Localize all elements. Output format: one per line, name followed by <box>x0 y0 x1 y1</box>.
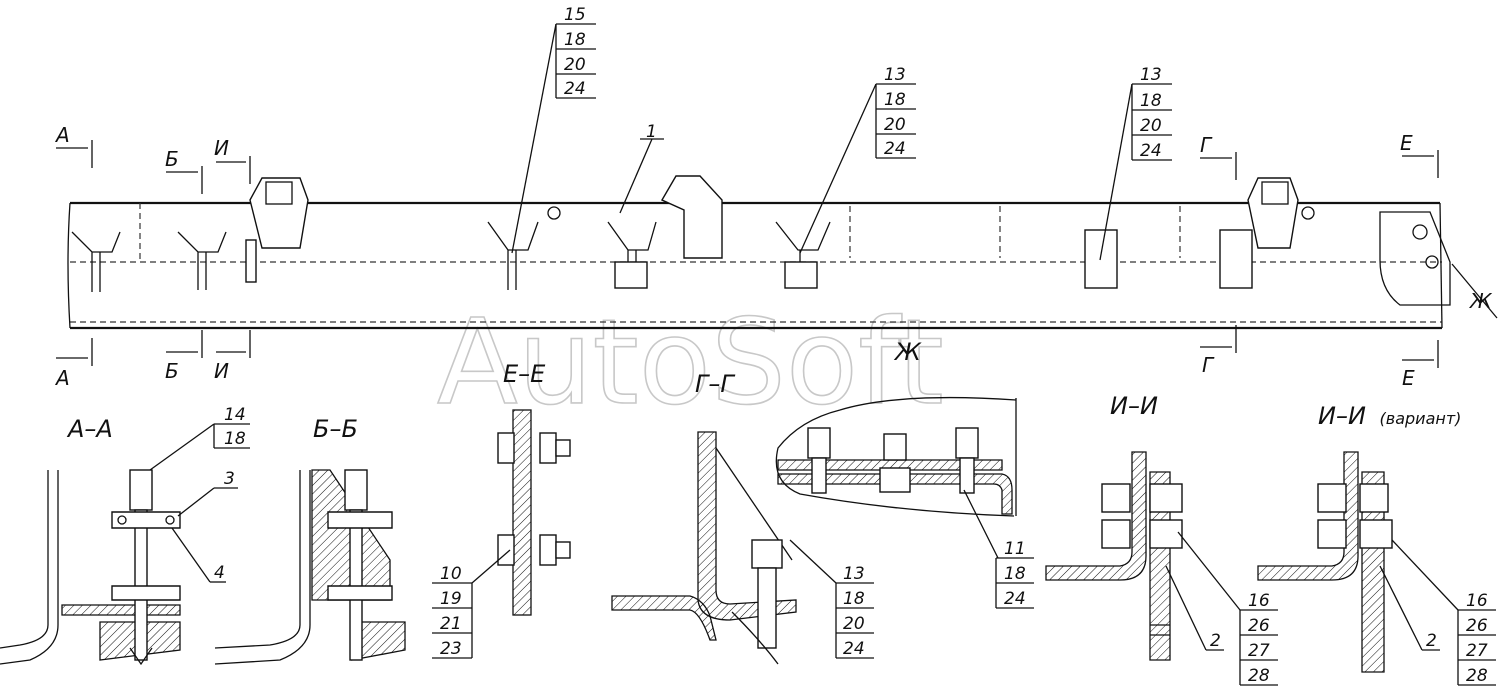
cut-marker-a-bottom: А <box>54 366 70 390</box>
cut-marker-b-bottom: Б <box>165 359 179 383</box>
callout-ii-2: 2 <box>1210 631 1221 651</box>
callout-zh-11: 11 18 24 <box>963 489 1034 609</box>
view-zh: Ж <box>775 338 1017 517</box>
callout-10-1: 10 <box>440 564 462 584</box>
callout-15-4: 24 <box>564 79 586 99</box>
cut-marker-i-bottom: И <box>214 359 229 383</box>
callout-ii-16-4: 28 <box>1248 666 1270 686</box>
callout-iiv-16-4: 28 <box>1466 666 1488 686</box>
callout-ii-variant-16: 16 26 27 28 2 <box>1379 539 1496 686</box>
section-title-ee: Е–Е <box>503 360 546 388</box>
cut-marker-i-top: И <box>214 136 229 160</box>
callout-13-mid-2: 18 <box>884 90 906 110</box>
section-ee: Е–Е <box>497 360 571 616</box>
cut-marker-e-bottom: Е <box>1402 366 1415 390</box>
watermark: AutoSoft <box>437 293 944 431</box>
cut-marker-b-top: Б <box>165 147 179 171</box>
u-bolt-clamps <box>71 221 1253 292</box>
section-title-bb: Б–Б <box>313 415 358 443</box>
callout-aa-14: 14 18 3 4 <box>149 405 250 583</box>
callout-top-15: 15 18 20 24 <box>555 5 596 99</box>
callout-gg-13-2: 18 <box>843 589 865 609</box>
callout-14-1: 14 <box>224 405 246 425</box>
callout-iiv-16-1: 16 <box>1466 591 1488 611</box>
callout-ee-10: 10 19 21 23 <box>432 549 511 659</box>
callout-ii-16-2: 26 <box>1248 616 1270 636</box>
section-title-aa: А–А <box>66 415 113 443</box>
callout-11-3: 24 <box>1004 589 1026 609</box>
callout-gg-13: 13 18 20 24 <box>789 539 874 659</box>
callout-iiv-16-3: 27 <box>1466 641 1488 661</box>
section-title-ii: И–И <box>1110 392 1158 420</box>
cut-marker-g-bottom: Г <box>1202 353 1215 377</box>
callout-iiv-16-2: 26 <box>1466 616 1488 636</box>
callout-iiv-2: 2 <box>1426 631 1437 651</box>
callout-13-right-4: 24 <box>1140 141 1162 161</box>
callout-15-2: 18 <box>564 30 586 50</box>
section-ii-variant: И–И (вариант) <box>1257 402 1461 673</box>
section-title-zh: Ж <box>893 338 922 366</box>
callout-13-right-1: 13 <box>1140 65 1162 85</box>
callout-15-3: 20 <box>564 55 586 75</box>
callout-10-3: 21 <box>440 614 462 634</box>
callout-10-2: 19 <box>440 589 462 609</box>
callout-13-mid-1: 13 <box>884 65 906 85</box>
callout-gg-13-1: 13 <box>843 564 865 584</box>
section-title-gg: Г–Г <box>695 370 735 398</box>
callout-13-right-3: 20 <box>1140 116 1162 136</box>
callout-ii-16-1: 16 <box>1248 591 1270 611</box>
cut-marker-g-top: Г <box>1200 133 1213 157</box>
part-ref-1: 1 <box>646 122 657 142</box>
cut-marker-zh: Ж <box>1468 289 1493 313</box>
callout-11-1: 11 <box>1004 539 1026 559</box>
section-bb: Б–Б <box>214 415 406 665</box>
callout-ii-16: 16 26 27 28 2 <box>1165 531 1278 686</box>
callout-3: 3 <box>224 469 235 489</box>
callout-13-mid-3: 20 <box>884 115 906 135</box>
callout-14-2: 18 <box>224 429 246 449</box>
section-title-ii-variant: И–И (вариант) <box>1318 402 1461 430</box>
callout-ii-16-3: 27 <box>1248 641 1270 661</box>
section-title-ii-variant-main: И–И <box>1318 402 1366 430</box>
callout-11-2: 18 <box>1004 564 1026 584</box>
callout-gg-13-4: 24 <box>843 639 865 659</box>
callout-4: 4 <box>214 563 225 583</box>
leader-lines <box>511 23 1498 319</box>
callout-top-13-right: 13 18 20 24 <box>1131 65 1172 161</box>
callout-10-4: 23 <box>440 639 462 659</box>
section-ii: И–И <box>1045 392 1183 661</box>
section-gg: Г–Г <box>611 370 797 665</box>
cut-marker-e-top: Е <box>1400 131 1413 155</box>
variant-note: (вариант) <box>1380 409 1462 428</box>
cut-markers: А А Б Б И И Г Г Е Е Ж <box>54 123 1493 390</box>
spring-brackets <box>249 175 1315 259</box>
callout-15-1: 15 <box>564 5 586 25</box>
callout-13-mid-4: 24 <box>884 139 906 159</box>
cut-marker-a-top: А <box>54 123 70 147</box>
section-aa: А–А <box>0 415 181 666</box>
callout-13-right-2: 18 <box>1140 91 1162 111</box>
callout-top-13-mid: 13 18 20 24 <box>875 65 916 159</box>
callout-gg-13-3: 20 <box>843 614 865 634</box>
